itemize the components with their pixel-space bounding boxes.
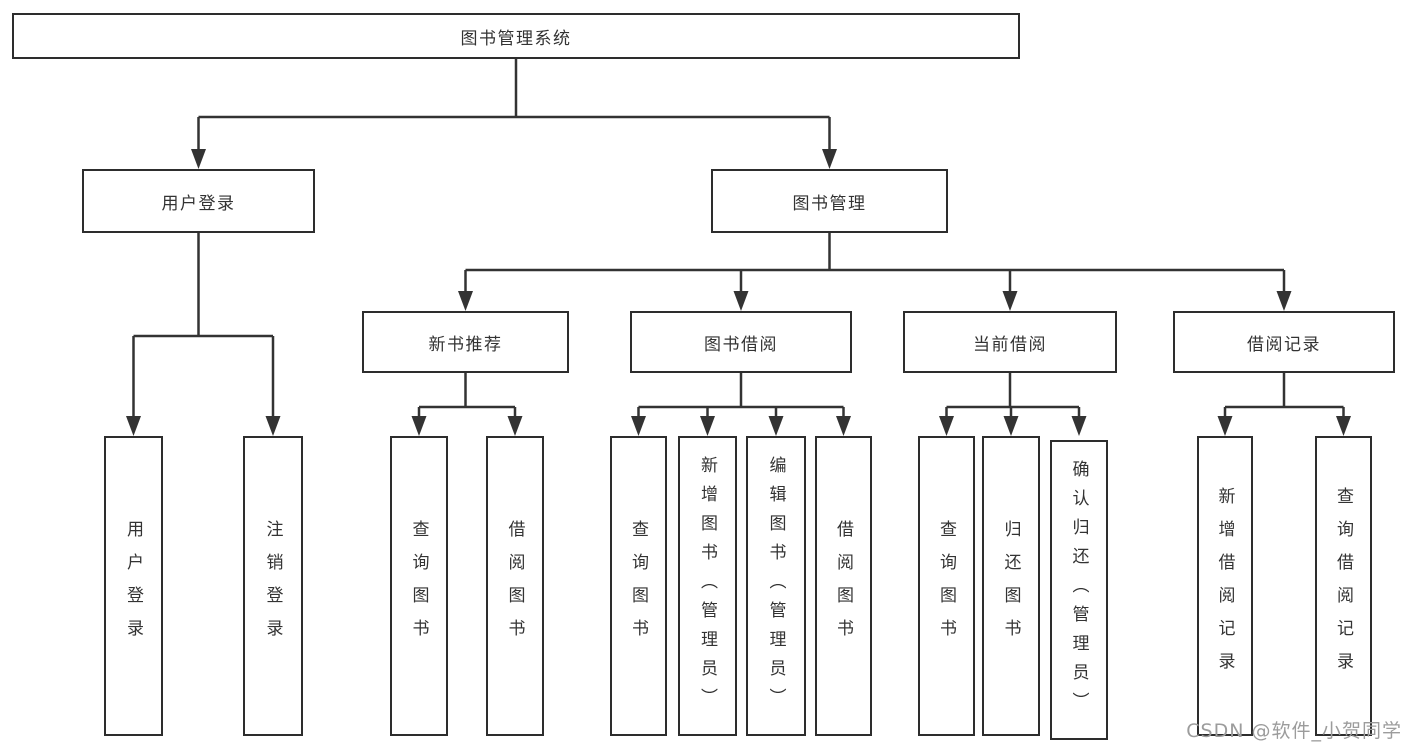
connector-borrow-record-to-leaves bbox=[1217, 373, 1351, 436]
connector-user-login-to-leaves bbox=[126, 233, 281, 436]
leaf-bb-edit-books-label: 编辑图书（管理员） bbox=[765, 455, 786, 717]
node-borrow-record-label: 借阅记录 bbox=[1247, 334, 1321, 355]
leaf-cb-query-books: 查询图书 bbox=[918, 436, 975, 736]
node-book-mgmt-label: 图书管理 bbox=[792, 193, 867, 214]
leaf-cb-return-books: 归还图书 bbox=[982, 436, 1040, 736]
node-book-borrow-label: 图书借阅 bbox=[704, 334, 778, 355]
arrowhead bbox=[1217, 416, 1233, 436]
node-borrow-record: 借阅记录 bbox=[1173, 311, 1395, 373]
node-book-mgmt: 图书管理 bbox=[711, 169, 948, 233]
leaf-cb-confirm-return-label: 确认归还（管理员） bbox=[1068, 459, 1089, 721]
node-current-borrow: 当前借阅 bbox=[903, 311, 1117, 373]
connector-book-mgmt-to-level3 bbox=[458, 233, 1292, 311]
leaf-bb-add-books: 新增图书（管理员） bbox=[678, 436, 737, 736]
arrowhead bbox=[1336, 416, 1351, 436]
arrowhead bbox=[836, 416, 851, 436]
arrowhead bbox=[822, 149, 837, 169]
leaf-br-add-record-label: 新增借阅记录 bbox=[1214, 487, 1235, 685]
leaf-bb-query-books: 查询图书 bbox=[610, 436, 667, 736]
node-root-label: 图书管理系统 bbox=[460, 28, 572, 49]
leaf-rec-query-books: 查询图书 bbox=[390, 436, 448, 736]
arrowhead bbox=[1003, 416, 1019, 436]
connector-current-borrow-to-leaves bbox=[939, 373, 1087, 436]
leaf-rec-query-books-label: 查询图书 bbox=[408, 520, 429, 652]
leaf-logout-label: 注销登录 bbox=[262, 520, 283, 652]
leaf-rec-borrow-books-label: 借阅图书 bbox=[504, 520, 525, 652]
connector-new-book-rec-to-leaves bbox=[411, 373, 523, 436]
arrowhead bbox=[411, 416, 427, 436]
node-user-login-label: 用户登录 bbox=[161, 193, 236, 214]
node-user-login: 用户登录 bbox=[82, 169, 315, 233]
leaf-user-login: 用户登录 bbox=[104, 436, 163, 736]
arrowhead bbox=[507, 416, 523, 436]
leaf-bb-add-books-label: 新增图书（管理员） bbox=[697, 455, 717, 717]
arrowhead bbox=[1276, 291, 1292, 311]
arrowhead bbox=[768, 416, 784, 436]
leaf-bb-edit-books: 编辑图书（管理员） bbox=[746, 436, 806, 736]
node-book-borrow: 图书借阅 bbox=[630, 311, 852, 373]
leaf-bb-query-books-label: 查询图书 bbox=[628, 520, 648, 652]
node-new-book-rec: 新书推荐 bbox=[362, 311, 569, 373]
arrowhead bbox=[1002, 291, 1018, 311]
leaf-cb-return-books-label: 归还图书 bbox=[1000, 520, 1021, 652]
node-current-borrow-label: 当前借阅 bbox=[973, 334, 1047, 355]
node-root: 图书管理系统 bbox=[12, 13, 1020, 59]
arrowhead bbox=[631, 416, 646, 436]
arrowhead bbox=[700, 416, 715, 436]
leaf-cb-query-books-label: 查询图书 bbox=[936, 520, 956, 652]
leaf-br-query-record-label: 查询借阅记录 bbox=[1333, 487, 1353, 685]
leaf-bb-borrow-books: 借阅图书 bbox=[815, 436, 872, 736]
arrowhead bbox=[733, 291, 749, 311]
leaf-bb-borrow-books-label: 借阅图书 bbox=[833, 520, 853, 652]
leaf-user-login-label: 用户登录 bbox=[123, 520, 143, 652]
leaf-logout: 注销登录 bbox=[243, 436, 303, 736]
connector-book-borrow-to-leaves bbox=[631, 373, 851, 436]
leaf-rec-borrow-books: 借阅图书 bbox=[486, 436, 544, 736]
arrowhead bbox=[1071, 416, 1087, 436]
connector-root-to-level2 bbox=[191, 59, 837, 169]
leaf-cb-confirm-return: 确认归还（管理员） bbox=[1050, 440, 1108, 740]
leaf-br-query-record: 查询借阅记录 bbox=[1315, 436, 1372, 736]
leaf-br-add-record: 新增借阅记录 bbox=[1197, 436, 1253, 736]
arrowhead bbox=[265, 416, 281, 436]
arrowhead bbox=[939, 416, 954, 436]
csdn-watermark: CSDN @软件_小贺同学 bbox=[1186, 720, 1402, 742]
arrowhead bbox=[458, 291, 473, 311]
node-new-book-rec-label: 新书推荐 bbox=[428, 334, 503, 355]
arrowhead bbox=[126, 416, 141, 436]
arrowhead bbox=[191, 149, 206, 169]
